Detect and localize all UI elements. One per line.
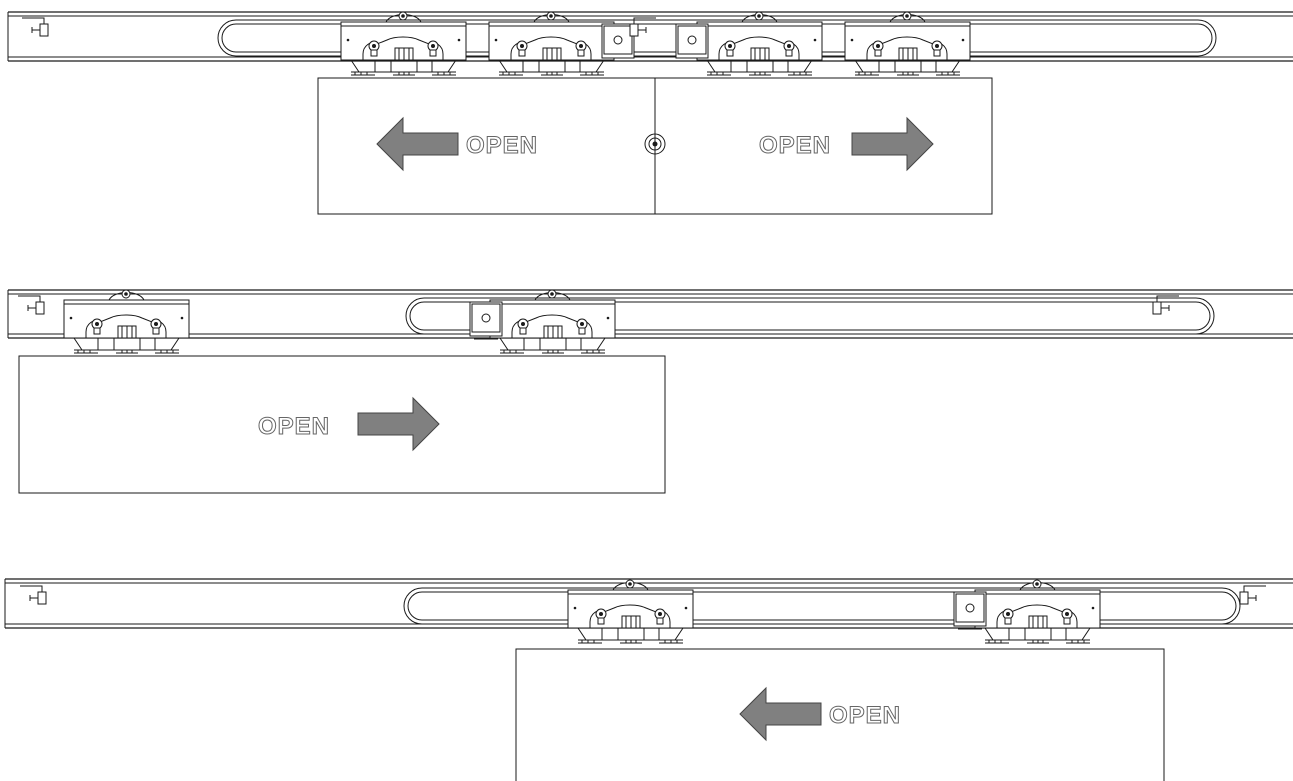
view-single-slide-right: OPEN [7,289,1293,494]
open-label: OPEN [759,132,831,159]
carriage [63,289,190,354]
center-lock-icon [644,133,666,155]
end-stop-left [21,17,49,37]
open-label: OPEN [258,413,330,440]
end-stop-right [1152,295,1180,315]
carriage [489,289,616,354]
carriage [567,579,694,644]
carriage [340,11,467,76]
connector-block [601,23,635,62]
arrow-right-icon [851,116,934,172]
arrow-left-icon [376,116,459,172]
door-panel [515,648,1165,781]
door-panel [18,355,666,494]
connector-block [953,591,987,630]
arrow-right-icon [357,396,440,452]
open-label: OPEN [466,132,538,159]
end-stop-left [19,585,47,605]
view-single-slide-left: OPEN [4,578,1293,781]
connector-block [469,301,503,340]
carriage [974,579,1101,644]
carriage [696,11,823,76]
end-stop-left [17,295,45,315]
connector-block [675,23,709,62]
carriage [488,11,615,76]
view-bi-parting: OPEN OPEN [7,11,1293,215]
carriage [844,11,971,76]
arrow-left-icon [739,686,822,742]
end-stop-right [1239,585,1267,605]
open-label: OPEN [829,702,901,729]
center-stop [629,17,657,37]
